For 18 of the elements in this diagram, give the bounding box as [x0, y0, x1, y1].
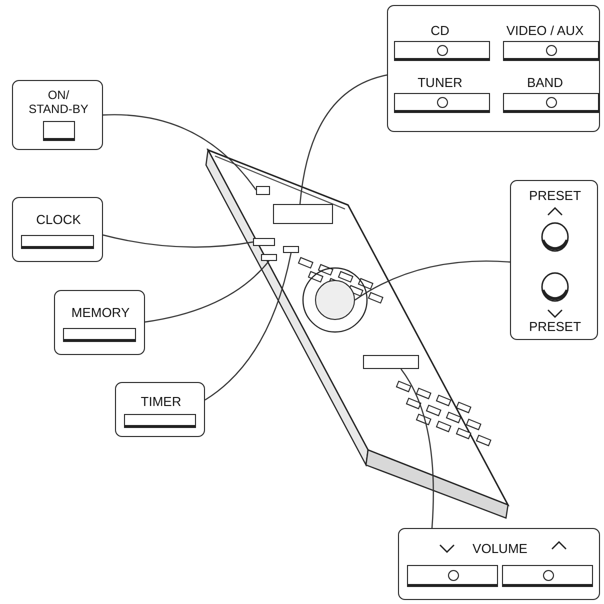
button-label: ON/ STAND-BY [28, 88, 88, 116]
button-label: VIDEO / AUX [506, 24, 584, 38]
button-label: BAND [526, 76, 564, 90]
button-label: PRESET [529, 320, 581, 334]
button-label: PRESET [529, 189, 581, 203]
button-label: CD [430, 24, 450, 38]
button-label: CLOCK [36, 213, 81, 227]
button-label: TIMER [140, 395, 182, 409]
callout-box [12, 197, 103, 262]
callout-box [54, 290, 145, 355]
callout-box [115, 382, 205, 437]
button-label: TUNER [418, 76, 462, 90]
button-label: MEMORY [71, 306, 130, 320]
callout-box [398, 528, 600, 600]
callout-box [510, 180, 598, 340]
callout-box [387, 5, 600, 132]
button-label: VOLUME [472, 542, 528, 556]
callout-box [12, 80, 103, 150]
